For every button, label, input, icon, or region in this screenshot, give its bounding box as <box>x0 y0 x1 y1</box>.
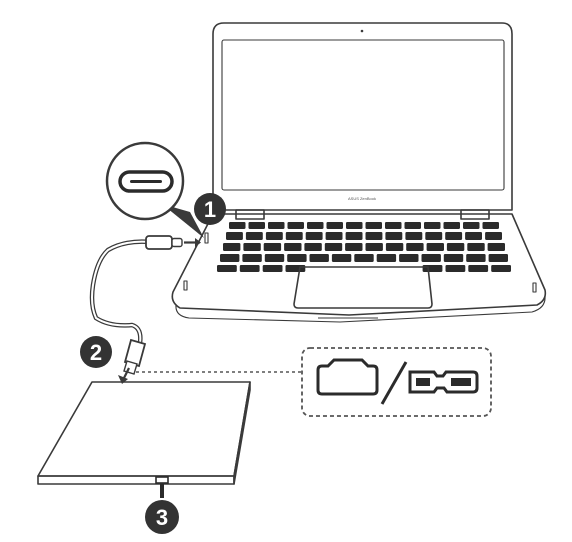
slash-divider <box>380 361 408 405</box>
keyboard-key <box>424 222 441 229</box>
keyboard-key <box>491 265 511 272</box>
keyboard-key <box>287 254 307 262</box>
usb-cable <box>89 235 201 384</box>
keyboard-key <box>309 254 329 262</box>
usb-c-plug <box>145 235 183 250</box>
laptop-lid <box>212 22 513 211</box>
svg-text:1: 1 <box>204 197 216 222</box>
keyboard-key <box>446 243 465 251</box>
keyboard-key <box>399 254 419 262</box>
keyboard-key <box>467 243 485 251</box>
keyboard-key <box>305 232 323 240</box>
keyboard-key <box>365 232 383 240</box>
keyboard-key <box>287 222 304 229</box>
drive-front <box>37 475 235 485</box>
keyboard-key <box>285 232 303 240</box>
drive-port-options <box>301 347 492 417</box>
keyboard-key <box>443 254 464 262</box>
keyboard-key <box>482 222 499 229</box>
step-badge-2: 2 <box>80 336 112 368</box>
keyboard-key <box>385 232 403 240</box>
keyboard-key <box>220 254 240 262</box>
keyboard-key <box>239 265 260 272</box>
keyboard-key <box>284 243 302 251</box>
keyboard <box>217 222 511 272</box>
keyboard-key <box>345 232 363 240</box>
keyboard-key <box>463 222 480 229</box>
keyboard-key <box>465 232 482 240</box>
keyboard-key <box>307 222 324 229</box>
insert-arrow-icon-2 <box>118 367 130 384</box>
port-options-box <box>301 347 492 417</box>
eject-button[interactable] <box>155 476 169 484</box>
touchpad <box>293 266 433 309</box>
keyboard-key <box>242 254 262 262</box>
keyboard-key <box>365 243 383 251</box>
keyboard-key <box>354 254 374 262</box>
keyboard-key <box>406 243 424 251</box>
keyboard-key <box>466 254 486 262</box>
keyboard-key <box>262 265 283 272</box>
keyboard-key <box>385 243 404 251</box>
keyboard-key <box>445 232 463 240</box>
drive-top <box>37 381 251 477</box>
keyboard-key <box>345 243 363 251</box>
step-badge-1: 1 <box>194 193 226 225</box>
keyboard-key <box>422 265 443 272</box>
laptop-brand-label: ASUS ZenBook <box>348 196 376 201</box>
keyboard-key <box>405 232 423 240</box>
keyboard-key <box>268 222 285 229</box>
micro-usb-3-port-icon <box>408 370 479 394</box>
keyboard-key <box>385 222 402 229</box>
keyboard-key <box>331 254 352 262</box>
laptop-base <box>171 213 547 316</box>
laptop-side-port-3 <box>532 282 537 293</box>
laptop-side-port-2 <box>183 280 188 291</box>
cable-wire <box>89 239 151 344</box>
keyboard-key <box>421 254 441 262</box>
keyboard-key <box>404 222 421 229</box>
keyboard-key <box>376 254 397 262</box>
keyboard-key <box>248 222 265 229</box>
insert-arrow-icon <box>184 238 201 247</box>
keyboard-key <box>365 222 382 229</box>
svg-text:3: 3 <box>156 505 168 530</box>
keyboard-key <box>263 243 282 251</box>
keyboard-key <box>243 243 261 251</box>
usb-c-port-icon <box>118 170 174 193</box>
keyboard-key <box>426 243 444 251</box>
keyboard-key <box>285 265 306 272</box>
external-optical-drive <box>37 381 251 498</box>
usb-c-port-callout <box>105 141 204 238</box>
laptop: ASUS ZenBook <box>171 22 547 323</box>
keyboard-key <box>264 254 285 262</box>
keyboard-key <box>425 232 443 240</box>
step-badge-3: 3 <box>145 500 179 534</box>
keyboard-key <box>217 265 237 272</box>
keyboard-key <box>488 254 508 262</box>
keyboard-key <box>445 265 466 272</box>
keyboard-key <box>304 243 322 251</box>
laptop-screen <box>221 39 505 191</box>
keyboard-key <box>443 222 460 229</box>
keyboard-key <box>468 265 489 272</box>
keyboard-key <box>245 232 263 240</box>
keyboard-key <box>265 232 283 240</box>
micro-usb-port-icon <box>316 358 379 396</box>
drive-side <box>233 381 251 485</box>
usb-micro-b-plug <box>123 338 147 375</box>
svg-text:2: 2 <box>90 340 102 365</box>
keyboard-key <box>325 232 343 240</box>
keyboard-key <box>229 222 246 229</box>
keyboard-key <box>223 243 241 251</box>
keyboard-key <box>346 222 363 229</box>
keyboard-key <box>324 243 343 251</box>
laptop-side-port <box>204 232 209 244</box>
keyboard-key <box>326 222 343 229</box>
keyboard-key <box>226 232 243 240</box>
keyboard-key <box>485 232 502 240</box>
keyboard-key <box>487 243 505 251</box>
webcam-icon <box>360 29 364 33</box>
